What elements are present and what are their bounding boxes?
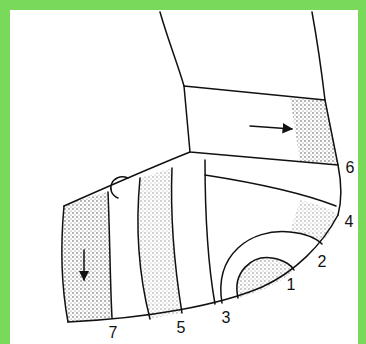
callout-number: 7 <box>109 325 118 341</box>
arm-outline <box>312 12 325 100</box>
bandage-shading <box>62 192 112 322</box>
bandage-shading <box>138 168 182 319</box>
callout-number: 1 <box>287 277 296 293</box>
direction-arrow <box>83 250 85 280</box>
bandage-turn <box>184 86 338 165</box>
callout-number: 5 <box>177 320 186 336</box>
arm-outline <box>68 215 338 322</box>
callout-number: 6 <box>346 160 355 176</box>
bandage-edge <box>205 175 336 206</box>
bandage-edge <box>62 206 68 322</box>
white-ground <box>10 10 358 344</box>
bandage-edge <box>138 178 150 319</box>
bandage-edge <box>237 258 294 298</box>
bandage-edge <box>221 232 322 303</box>
callout-number: 3 <box>222 310 231 326</box>
direction-arrow <box>250 126 292 129</box>
bandage-edge <box>205 160 215 304</box>
bandage-shading <box>290 200 338 244</box>
bandage-edge <box>108 192 112 318</box>
arm-outline <box>338 165 341 215</box>
callout-number: 4 <box>345 214 354 230</box>
skin-fold <box>111 177 128 198</box>
arm-outline <box>160 12 184 86</box>
callout-number: 2 <box>318 254 327 270</box>
bandage-edge <box>172 168 182 313</box>
bandage-shading <box>237 258 294 298</box>
